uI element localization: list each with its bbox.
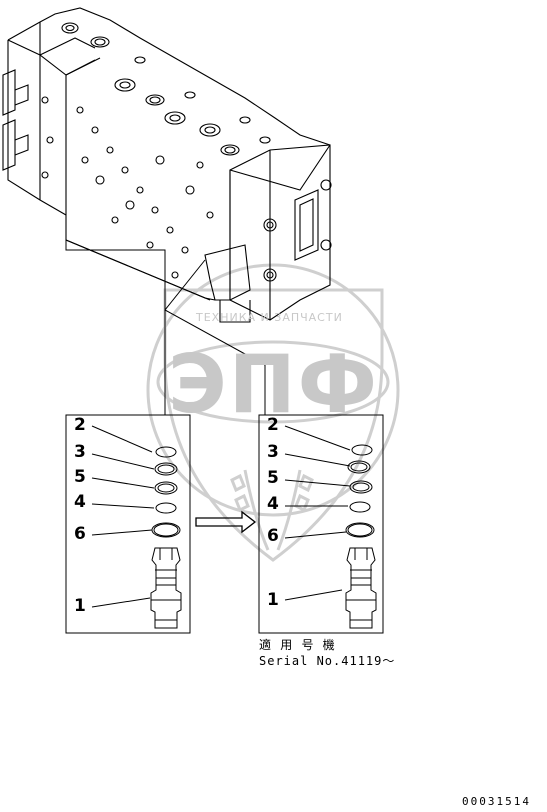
- callout-2-right: 2: [267, 415, 279, 435]
- watermark-logo: ЭПФ: [168, 338, 379, 431]
- valve-face-holes: [41, 96, 214, 279]
- callout-6-left: 6: [74, 524, 86, 544]
- callout-4-left: 4: [74, 492, 86, 512]
- callout-2-left: 2: [74, 415, 86, 435]
- detail-box-left: [65, 414, 191, 634]
- applicability-label: 適 用 号 機: [259, 638, 336, 652]
- leader-lines: [65, 215, 266, 415]
- callout-1-right: 1: [267, 590, 279, 610]
- valve-ports: [61, 22, 271, 156]
- callout-6-right: 6: [267, 526, 279, 546]
- callout-3-right: 3: [267, 442, 279, 462]
- callout-3-left: 3: [74, 442, 86, 462]
- watermark-seal: [146, 263, 400, 562]
- control-valve-body: [2, 7, 332, 323]
- callout-5-right: 5: [267, 468, 279, 488]
- watermark-text: ТЕХНИКА И ЗАПЧАСТИ: [196, 311, 343, 324]
- callout-5-left: 5: [74, 467, 86, 487]
- callout-4-right: 4: [267, 494, 279, 514]
- callout-1-left: 1: [74, 596, 86, 616]
- drawing-number: 00031514: [462, 795, 531, 808]
- change-arrow: [195, 510, 257, 534]
- detail-box-right: [258, 414, 384, 634]
- serial-number-label: Serial No.41119〜: [259, 654, 396, 668]
